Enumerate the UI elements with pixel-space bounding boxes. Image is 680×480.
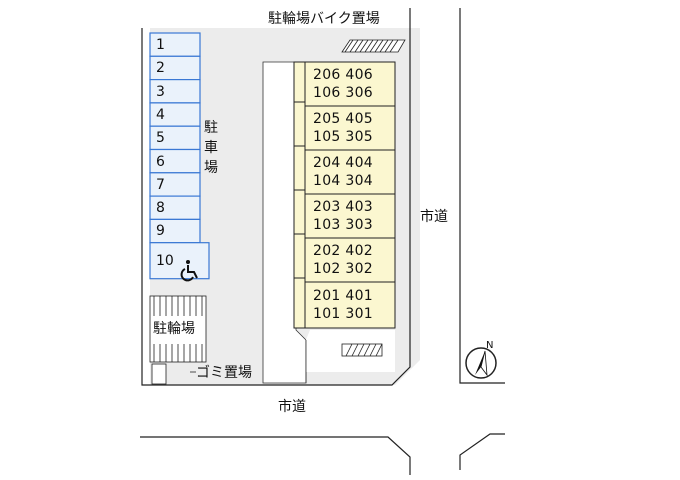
parking-label-3: 場 <box>204 160 218 176</box>
unit-upper-label: 203 403 <box>313 199 373 215</box>
north-arrow-icon <box>465 347 497 379</box>
road-east-line <box>459 8 505 384</box>
unit-lower-label: 101 301 <box>313 306 373 322</box>
garbage-area-label: ゴミ置場 <box>196 365 252 381</box>
parking-space-number: 10 <box>156 252 174 269</box>
parking-space-number: 7 <box>156 176 165 193</box>
parking-space-number: 3 <box>156 83 165 100</box>
unit-lower-label: 104 304 <box>313 173 373 189</box>
road-south-label: 市道 <box>278 399 306 415</box>
road-south-line <box>140 433 505 475</box>
parking-space-number: 2 <box>156 60 165 77</box>
property-outline <box>141 8 411 386</box>
parking-lot <box>149 32 210 280</box>
unit-upper-label: 202 402 <box>313 243 373 259</box>
bike-parking-hatch <box>341 39 406 53</box>
parking-space-number: 6 <box>156 153 165 170</box>
parking-label-1: 駐 <box>204 120 218 136</box>
parking-space-10 <box>149 242 210 280</box>
unit-lower-label: 106 306 <box>313 85 373 101</box>
bicycle-parking-label: 駐輪場 <box>152 321 196 337</box>
wheelchair-icon <box>180 260 198 282</box>
unit-upper-label: 204 404 <box>313 155 373 171</box>
unit-lower-label: 105 305 <box>313 129 373 145</box>
unit-upper-label: 206 406 <box>313 67 373 83</box>
parking-label-2: 車 <box>204 140 218 156</box>
compass-letter: N <box>486 340 494 351</box>
bike-parking-label: 駐輪場バイク置場 <box>268 11 380 27</box>
building <box>293 61 396 329</box>
garbage-box <box>151 363 167 385</box>
unit-upper-label: 201 401 <box>313 288 373 304</box>
unit-lower-label: 102 302 <box>313 261 373 277</box>
parking-space-number: 4 <box>156 106 165 123</box>
entrance-hatch <box>341 343 383 357</box>
parking-space-number: 8 <box>156 200 165 217</box>
parking-space-number: 5 <box>156 130 165 147</box>
unit-upper-label: 205 405 <box>313 111 373 127</box>
road-east-label: 市道 <box>420 209 448 225</box>
parking-space-number: 1 <box>156 37 165 53</box>
parking-space-number: 9 <box>156 223 165 240</box>
unit-lower-label: 103 303 <box>313 217 373 233</box>
